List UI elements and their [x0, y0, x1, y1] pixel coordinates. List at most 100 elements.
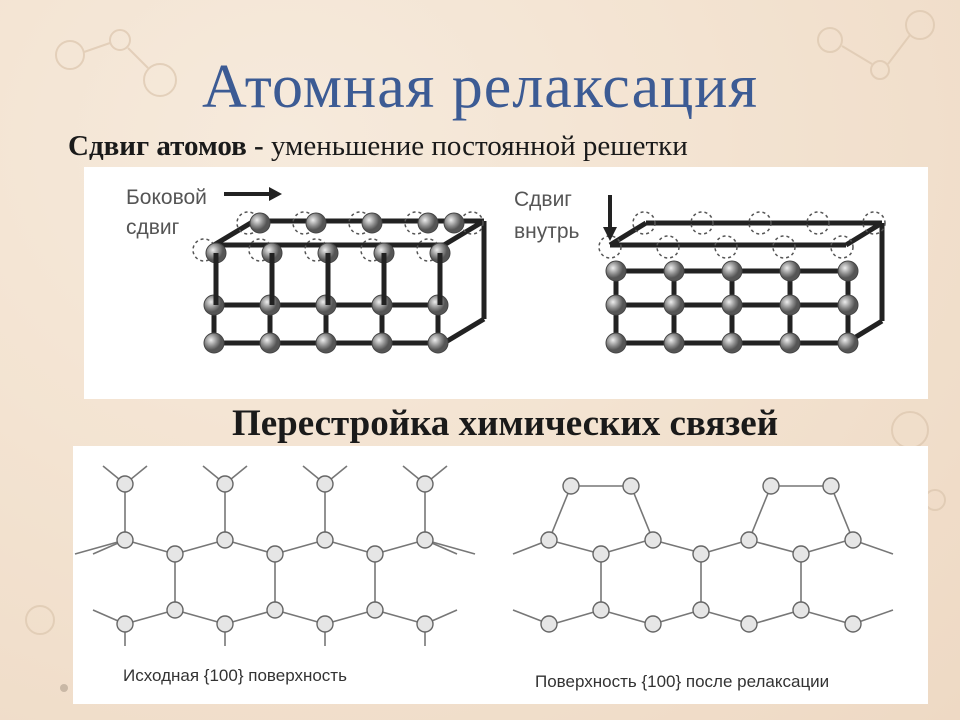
- network-atom: [116, 615, 134, 633]
- bullet-dot: [60, 684, 68, 692]
- network-atom: [316, 531, 334, 549]
- right-front-original-position: [656, 235, 680, 259]
- left-back-surface-atom: [249, 212, 271, 234]
- left-block-atom: [203, 332, 225, 354]
- network-atom: [216, 531, 234, 549]
- right-block-atom: [837, 260, 859, 282]
- left-back-surface-atom: [417, 212, 439, 234]
- inward-shift-label-line1: Сдвиг: [514, 188, 572, 211]
- network-atom: [416, 475, 434, 493]
- network-atom: [316, 615, 334, 633]
- right-front-original-position: [714, 235, 738, 259]
- left-block-bottom-depth-edge: [442, 316, 486, 346]
- left-block-atom: [427, 332, 449, 354]
- section-heading: Перестройка химических связей: [231, 403, 779, 444]
- subtitle-rest: уменьшение постоянной решетки: [263, 130, 688, 162]
- right-block-atom: [721, 332, 743, 354]
- inward-shift-label-line2: внутрь: [514, 220, 580, 243]
- network-atom: [844, 615, 862, 633]
- network-atom: [540, 615, 558, 633]
- right-front-original-position: [598, 235, 622, 259]
- right-block-atom: [837, 332, 859, 354]
- dimer-atom: [822, 477, 840, 495]
- left-back-original-position: [460, 211, 484, 235]
- left-block-right-depth-edge: [442, 218, 486, 248]
- left-back-surface-atom: [361, 212, 383, 234]
- network-atom: [644, 531, 662, 549]
- left-block-atom: [315, 332, 337, 354]
- right-block-right-depth-edge: [844, 220, 884, 248]
- right-back-original-position: [806, 211, 830, 235]
- left-block-atom: [371, 332, 393, 354]
- original-surface-caption: Исходная {100} поверхность: [123, 666, 347, 685]
- right-back-original-position: [690, 211, 714, 235]
- network-atom: [692, 545, 710, 563]
- network-atom: [266, 601, 284, 619]
- right-front-original-position: [830, 235, 854, 259]
- right-back-original-position: [632, 211, 656, 235]
- network-atom: [592, 601, 610, 619]
- dimer-atom: [622, 477, 640, 495]
- right-block-atom: [605, 294, 627, 316]
- dimer-atom: [562, 477, 580, 495]
- slide-title: Атомная релаксация: [202, 53, 758, 121]
- network-atom: [416, 615, 434, 633]
- right-block-atom: [779, 294, 801, 316]
- network-atom: [116, 531, 134, 549]
- network-atom: [216, 615, 234, 633]
- network-atom: [316, 475, 334, 493]
- network-atom: [416, 531, 434, 549]
- right-block-atom: [663, 332, 685, 354]
- lattice-shift-panel: Боковой сдвиг Сдвиг внутрь: [84, 167, 928, 399]
- network-bond: [630, 485, 654, 541]
- network-atom: [266, 545, 284, 563]
- network-atom: [740, 615, 758, 633]
- network-atom: [740, 531, 758, 549]
- network-atom: [366, 601, 384, 619]
- right-block-atom: [605, 332, 627, 354]
- left-back-surface-atom: [305, 212, 327, 234]
- relaxed-surface-caption: Поверхность {100} после релаксации: [535, 672, 830, 691]
- left-back-surface-atom: [443, 212, 465, 234]
- network-atom: [166, 601, 184, 619]
- network-bond: [548, 539, 602, 555]
- lateral-shift-arrow-head: [269, 187, 282, 201]
- right-block-atom: [721, 294, 743, 316]
- lateral-shift-label-line2: сдвиг: [126, 216, 180, 239]
- right-block-atom: [663, 294, 685, 316]
- right-block-atom: [779, 260, 801, 282]
- network-atom: [366, 545, 384, 563]
- network-atom: [166, 545, 184, 563]
- right-block-atom: [663, 260, 685, 282]
- network-atom: [792, 601, 810, 619]
- right-back-original-position: [748, 211, 772, 235]
- lateral-shift-label-line1: Боковой: [126, 186, 207, 209]
- network-atom: [540, 531, 558, 549]
- subtitle-bold: Сдвиг атомов -: [68, 130, 264, 162]
- bond-reconstruction-panel: Исходная {100} поверхность Поверхность {…: [73, 446, 928, 704]
- network-atom: [792, 545, 810, 563]
- left-block-atom: [259, 332, 281, 354]
- network-bond: [548, 485, 572, 541]
- dimer-atom: [762, 477, 780, 495]
- network-atom: [692, 601, 710, 619]
- lattice-shift-diagram: [192, 187, 886, 354]
- right-block-atom: [837, 294, 859, 316]
- inward-shift-arrow-head: [603, 227, 617, 241]
- right-block-atom: [779, 332, 801, 354]
- left-block-left-depth-edge: [212, 218, 256, 248]
- right-block-left-depth-edge: [608, 220, 648, 248]
- bond-reconstruction-diagram: [74, 465, 894, 646]
- network-atom: [644, 615, 662, 633]
- network-atom: [116, 475, 134, 493]
- right-block-atom: [605, 260, 627, 282]
- network-bond: [748, 485, 772, 541]
- network-bond: [830, 485, 854, 541]
- network-atom: [216, 475, 234, 493]
- network-atom: [844, 531, 862, 549]
- right-block-atom: [721, 260, 743, 282]
- right-front-original-position: [772, 235, 796, 259]
- right-back-original-position: [862, 211, 886, 235]
- network-atom: [592, 545, 610, 563]
- slide-subtitle: Сдвиг атомов - уменьшение постоянной реш…: [68, 130, 958, 163]
